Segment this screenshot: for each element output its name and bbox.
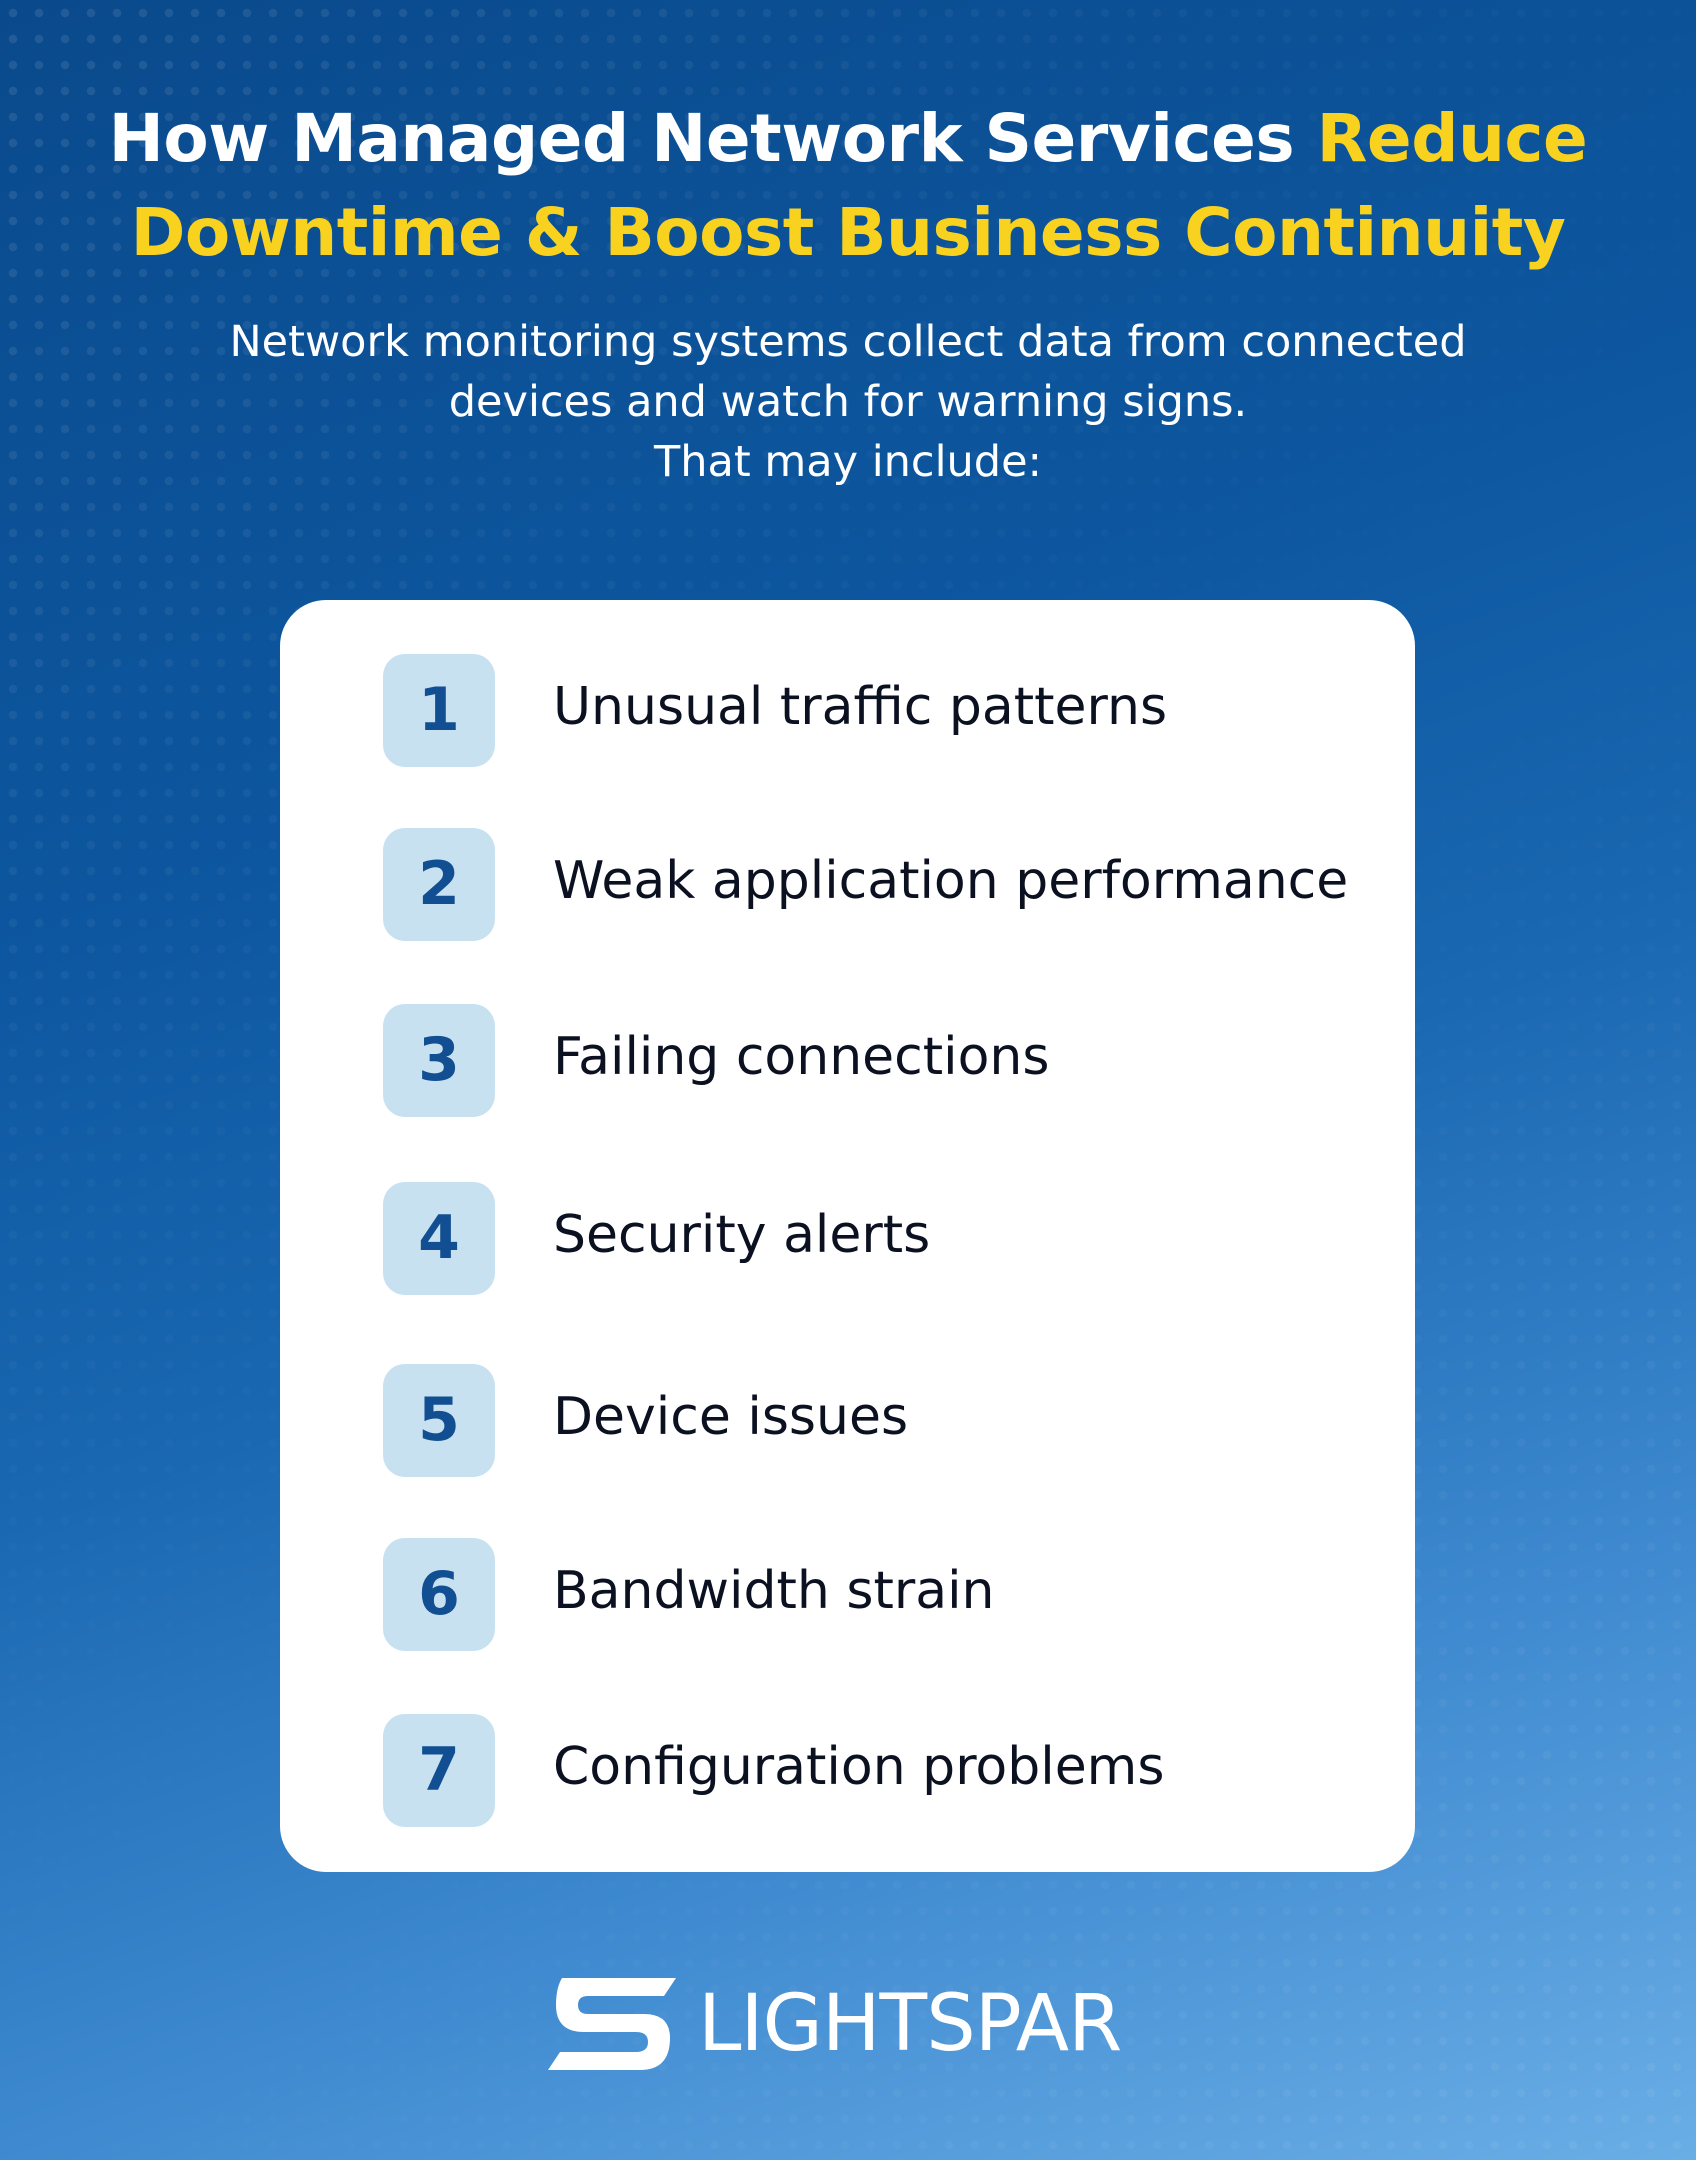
intro-line-3: That may include: [653,437,1043,487]
item-number-badge: 7 [383,1714,495,1827]
title-highlight-line2: Downtime & Boost Business Continuity [130,194,1566,271]
lightspar-s-icon [548,1978,676,2070]
list-item: 6 Bandwidth strain [383,1538,1383,1651]
list-item: 4 Security alerts [383,1182,1383,1295]
item-label: Weak application performance [553,851,1349,911]
item-label: Device issues [553,1387,909,1447]
item-label: Unusual traffic patterns [553,677,1168,737]
lightspar-logo: LIGHTSPAR [548,1978,1148,2070]
list-item: 5 Device issues [383,1364,1383,1477]
item-number-badge: 3 [383,1004,495,1117]
intro-text: Network monitoring systems collect data … [160,312,1536,492]
item-number-badge: 5 [383,1364,495,1477]
intro-line-1: Network monitoring systems collect data … [229,317,1467,367]
title-white-part: How Managed Network Services [108,100,1295,177]
item-label: Security alerts [553,1205,931,1265]
warning-signs-card: 1 Unusual traffic patterns 2 Weak applic… [280,600,1415,1872]
item-label: Bandwidth strain [553,1561,995,1621]
list-item: 7 Configuration problems [383,1714,1383,1827]
page-title: How Managed Network Services Reduce Down… [60,92,1636,280]
item-number-badge: 6 [383,1538,495,1651]
item-label: Failing connections [553,1027,1050,1087]
item-number-badge: 4 [383,1182,495,1295]
list-item: 1 Unusual traffic patterns [383,654,1383,767]
list-item: 2 Weak application performance [383,828,1383,941]
intro-line-2: devices and watch for warning signs. [448,377,1248,427]
item-number-badge: 1 [383,654,495,767]
list-item: 3 Failing connections [383,1004,1383,1117]
title-highlight-part: Reduce [1316,100,1588,177]
item-number-badge: 2 [383,828,495,941]
item-label: Configuration problems [553,1737,1165,1797]
logo-wordmark: LIGHTSPAR [698,1979,1122,2069]
